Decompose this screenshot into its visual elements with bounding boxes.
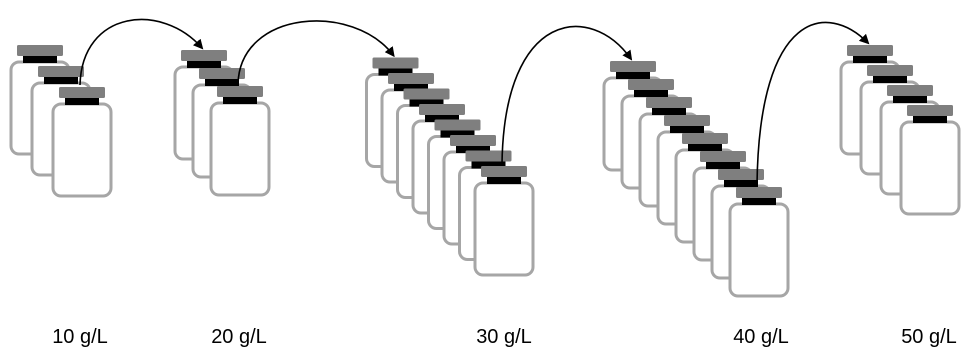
- group-label-50: 50 g/L: [901, 326, 957, 348]
- bottle-neck: [853, 56, 887, 63]
- bottle-icon: [728, 187, 790, 298]
- group-label-40: 40 g/L: [733, 326, 789, 348]
- bottle-neck: [873, 76, 907, 83]
- bottle-neck: [724, 180, 758, 187]
- bottle-cap: [481, 166, 527, 177]
- bottle-cap: [419, 104, 465, 115]
- bottle-group: [173, 50, 271, 197]
- group-label-20: 20 g/L: [211, 326, 267, 348]
- bottle-cap: [17, 45, 63, 56]
- bottle-cap: [372, 57, 419, 69]
- bottle-cap: [610, 61, 656, 72]
- bottle-group: [839, 45, 961, 216]
- bottle-neck: [634, 90, 668, 97]
- bottle-cap: [847, 45, 893, 56]
- bottle-neck: [652, 108, 686, 115]
- bottle-icon: [209, 86, 271, 197]
- bottle-neck: [913, 116, 947, 123]
- group-label-30: 30 g/L: [476, 326, 532, 348]
- bottle-neck: [688, 144, 722, 151]
- bottle-cap: [217, 86, 263, 97]
- bottle-neck: [65, 98, 99, 105]
- bottle-cap: [664, 115, 710, 126]
- bottle-neck: [378, 68, 413, 76]
- bottle-cap: [700, 151, 746, 162]
- bottle-cap: [628, 79, 674, 90]
- bottle-icon: [473, 166, 535, 277]
- bottle-cap: [38, 66, 84, 77]
- bottle-cap: [388, 73, 434, 84]
- bottle-neck: [893, 96, 927, 103]
- bottle-icon: [899, 105, 961, 216]
- bottle-neck: [471, 161, 506, 169]
- bottle-cap: [59, 87, 105, 98]
- curved-arrow-icon: [237, 20, 395, 85]
- bottle-cap: [736, 187, 782, 198]
- bottle-neck: [44, 77, 78, 84]
- bottle-icon: [51, 87, 113, 198]
- bottle-neck: [425, 115, 459, 122]
- bottle-cap: [887, 85, 933, 96]
- bottle-neck: [456, 146, 490, 153]
- bottle-cap: [465, 150, 512, 162]
- bottle-neck: [23, 56, 57, 63]
- curved-arrow-icon: [79, 18, 204, 86]
- curved-arrow-icon: [501, 25, 633, 165]
- bottle-neck: [616, 72, 650, 79]
- bottle-cap: [646, 97, 692, 108]
- bottle-neck: [670, 126, 704, 133]
- bottle-cap: [403, 88, 450, 100]
- bottle-neck: [440, 130, 475, 138]
- bottle-cap: [907, 105, 953, 116]
- bottle-group: [602, 61, 790, 298]
- group-label-10: 10 g/L: [52, 326, 108, 348]
- bottle-cap: [682, 133, 728, 144]
- bottle-cap: [434, 119, 481, 131]
- curved-arrow-icon: [756, 21, 870, 186]
- bottle-neck: [487, 177, 521, 184]
- arrows-layer: [79, 18, 870, 186]
- bottle-neck: [409, 99, 444, 107]
- bottle-group: [9, 45, 113, 198]
- bottle-cap: [181, 50, 227, 61]
- bottle-group: [365, 57, 535, 277]
- bottle-cap: [867, 65, 913, 76]
- bottle-neck: [394, 84, 428, 91]
- bottle-cap: [718, 169, 764, 180]
- bottle-neck: [187, 61, 221, 68]
- labels-layer: 10 g/L 20 g/L 30 g/L 40 g/L 50 g/L: [52, 326, 957, 348]
- bottle-neck: [205, 79, 239, 86]
- bottle-cap: [450, 135, 496, 146]
- bottle-neck: [706, 162, 740, 169]
- bottles-layer: [9, 45, 961, 298]
- bottle-neck: [742, 198, 776, 205]
- bottle-neck: [223, 97, 257, 104]
- bottle-cap: [199, 68, 245, 79]
